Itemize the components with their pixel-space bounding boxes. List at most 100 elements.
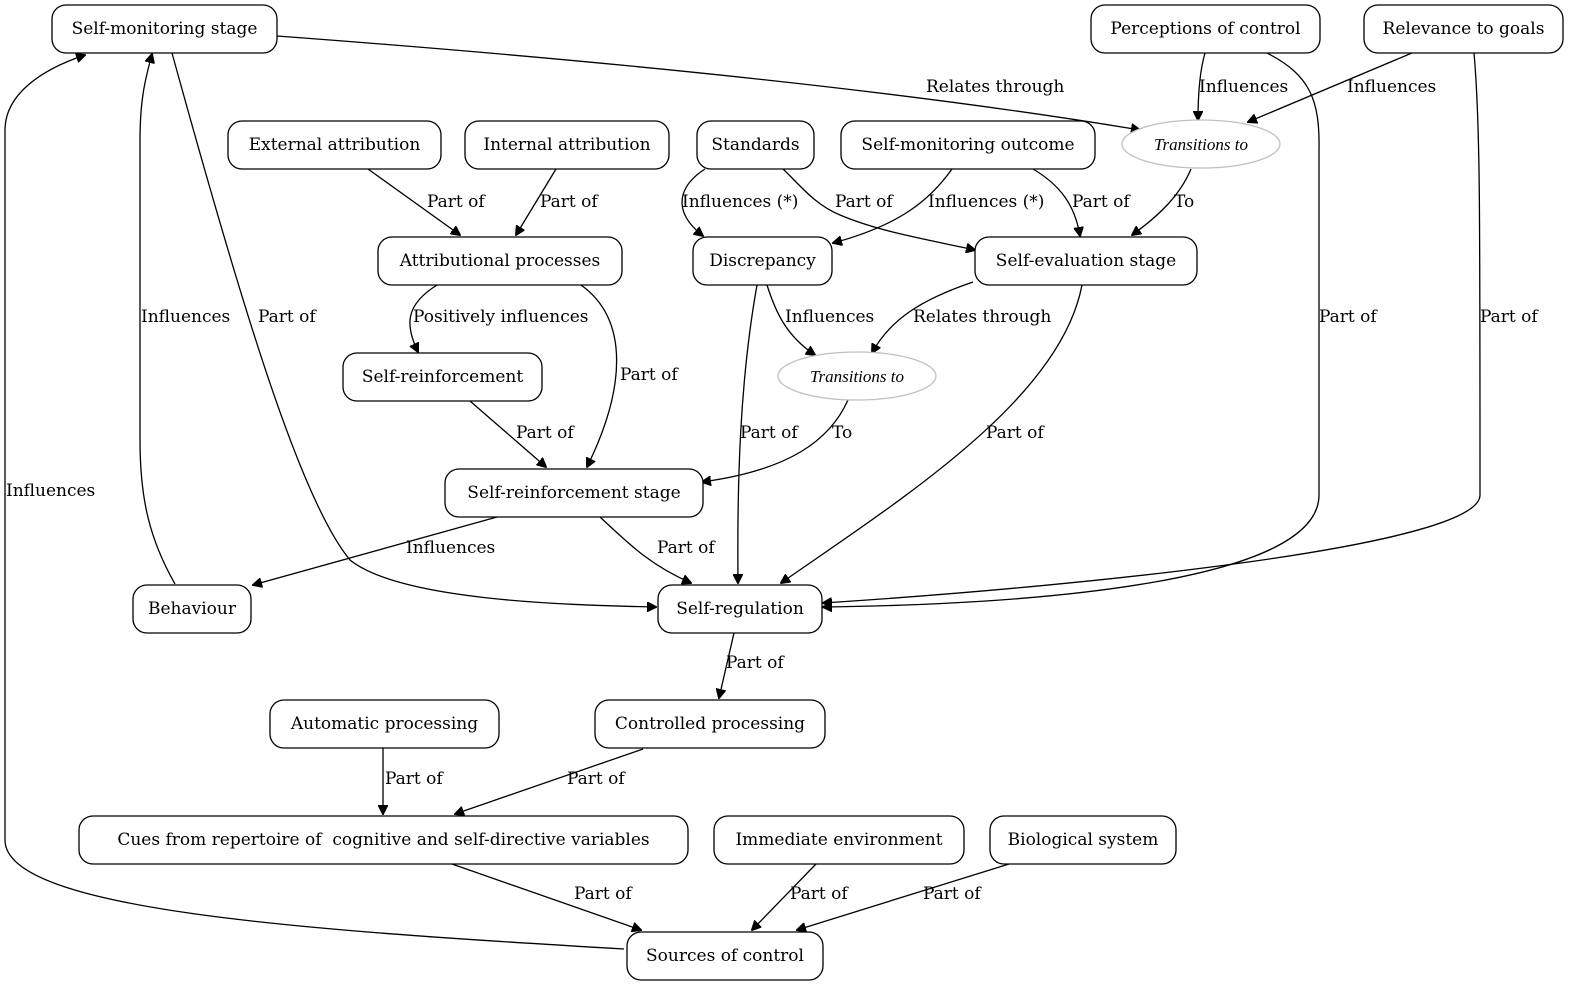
edge-label: Part of bbox=[427, 192, 486, 212]
node-label: Relevance to goals bbox=[1383, 19, 1545, 39]
node-internal-attribution[interactable]: Internal attribution bbox=[464, 120, 670, 170]
node-self-reinforcement[interactable]: Self-reinforcement bbox=[342, 352, 543, 402]
edge-label: To bbox=[1174, 192, 1194, 212]
node-controlled-processing[interactable]: Controlled processing bbox=[594, 699, 826, 749]
node-label: Sources of control bbox=[646, 946, 804, 966]
node-transitions-to-2[interactable]: Transitions to bbox=[777, 351, 937, 401]
edge-cues-to-sources bbox=[451, 863, 641, 930]
edge-trans1-to-selfeval bbox=[1132, 168, 1192, 235]
edge-label: Influences (*) bbox=[928, 192, 1044, 212]
node-discrepancy[interactable]: Discrepancy bbox=[692, 236, 833, 286]
edge-smoutcome-to-selfeval bbox=[1032, 168, 1080, 236]
edge-label: Part of bbox=[1319, 307, 1378, 327]
node-label: Controlled processing bbox=[615, 714, 805, 734]
edge-selfreg-to-controlled bbox=[719, 632, 735, 698]
node-self-reinforcement-stage[interactable]: Self-reinforcement stage bbox=[444, 468, 704, 518]
node-label: Internal attribution bbox=[483, 135, 650, 155]
node-self-monitoring-outcome[interactable]: Self-monitoring outcome bbox=[840, 120, 1096, 170]
edge-label: Influences bbox=[6, 481, 95, 501]
node-automatic-processing[interactable]: Automatic processing bbox=[269, 699, 500, 749]
node-biological-system[interactable]: Biological system bbox=[989, 815, 1177, 865]
edge-perceptions-to-selfreg bbox=[823, 52, 1320, 607]
node-label: Biological system bbox=[1008, 830, 1159, 850]
node-cues-from-repertoire[interactable]: Cues from repertoire of cognitive and se… bbox=[78, 815, 689, 865]
node-label: Self-reinforcement stage bbox=[467, 483, 680, 503]
edge-label: Influences bbox=[1347, 77, 1436, 97]
edges bbox=[4, 35, 1481, 950]
node-transitions-to-1[interactable]: Transitions to bbox=[1121, 119, 1281, 169]
nodes: Self-monitoring stage Perceptions of con… bbox=[51, 4, 1564, 981]
edge-immediate-to-sources bbox=[752, 863, 817, 930]
node-perceptions-of-control[interactable]: Perceptions of control bbox=[1090, 4, 1321, 54]
edge-smstage-to-trans1 bbox=[276, 35, 1140, 130]
edge-attrib-to-selfreinfstage bbox=[580, 284, 618, 467]
node-label: Discrepancy bbox=[709, 251, 816, 271]
node-label: Self-regulation bbox=[676, 599, 804, 619]
edge-label: Part of bbox=[923, 884, 982, 904]
edge-internal-to-attrib bbox=[516, 168, 557, 235]
edge-relevance-to-selfreg bbox=[823, 52, 1481, 603]
node-self-monitoring-stage[interactable]: Self-monitoring stage bbox=[51, 4, 278, 54]
edge-label: Influences bbox=[1199, 77, 1288, 97]
edge-behaviour-to-smstage bbox=[139, 54, 176, 585]
edge-discrepancy-to-selfreg bbox=[738, 284, 758, 583]
edge-sources-to-smstage bbox=[4, 55, 625, 950]
edge-label: Influences bbox=[785, 307, 874, 327]
edge-relevance-to-trans1 bbox=[1248, 52, 1413, 122]
edge-label: Part of bbox=[835, 192, 894, 212]
edge-label: Part of bbox=[516, 423, 575, 443]
node-label: Perceptions of control bbox=[1110, 19, 1300, 39]
edge-label: To bbox=[832, 423, 852, 443]
edge-label: Part of bbox=[567, 769, 626, 789]
edge-smoutcome-to-discrepancy bbox=[833, 168, 953, 243]
edge-label: Part of bbox=[620, 365, 679, 385]
node-attributional-processes[interactable]: Attributional processes bbox=[377, 236, 623, 286]
edge-selfreinfstage-to-selfreg bbox=[599, 516, 691, 583]
edge-label: Positively influences bbox=[413, 307, 589, 327]
node-label: Self-reinforcement bbox=[362, 367, 524, 387]
node-label: Transitions to bbox=[1154, 135, 1248, 154]
edge-smstage-to-selfreg bbox=[171, 52, 656, 607]
node-self-evaluation-stage[interactable]: Self-evaluation stage bbox=[974, 236, 1198, 286]
node-label: Automatic processing bbox=[290, 714, 478, 734]
edge-label: Influences bbox=[406, 538, 495, 558]
edge-label: Part of bbox=[574, 884, 633, 904]
node-sources-of-control[interactable]: Sources of control bbox=[626, 931, 824, 981]
edge-label: Part of bbox=[385, 769, 444, 789]
edge-label: Part of bbox=[790, 884, 849, 904]
edge-label: Influences (*) bbox=[682, 192, 798, 212]
edge-label: Part of bbox=[258, 307, 317, 327]
edge-label: Relates through bbox=[913, 307, 1051, 327]
node-label: Self-evaluation stage bbox=[996, 251, 1176, 271]
node-label: External attribution bbox=[249, 135, 421, 155]
node-label: Self-monitoring outcome bbox=[861, 135, 1074, 155]
edge-selfreinfstage-to-behaviour bbox=[253, 516, 498, 585]
node-immediate-environment[interactable]: Immediate environment bbox=[713, 815, 965, 865]
node-external-attribution[interactable]: External attribution bbox=[227, 120, 442, 170]
edge-selfreinf-to-selfreinfstage bbox=[469, 400, 546, 467]
node-self-regulation[interactable]: Self-regulation bbox=[657, 584, 823, 634]
node-standards[interactable]: Standards bbox=[696, 120, 815, 170]
node-label: Transitions to bbox=[810, 367, 904, 386]
node-label: Standards bbox=[711, 135, 799, 155]
edge-label: Part of bbox=[740, 423, 799, 443]
node-behaviour[interactable]: Behaviour bbox=[132, 584, 252, 634]
edge-label: Part of bbox=[986, 423, 1045, 443]
edge-label: Influences bbox=[141, 307, 230, 327]
edge-trans2-to-selfreinfstage bbox=[702, 399, 849, 482]
edge-discrepancy-to-trans2 bbox=[766, 284, 815, 355]
node-label: Attributional processes bbox=[399, 251, 601, 271]
edge-external-to-attrib bbox=[367, 168, 460, 235]
edge-standards-to-selfeval bbox=[782, 168, 975, 250]
node-label: Immediate environment bbox=[735, 830, 942, 850]
edge-standards-to-discrepancy bbox=[681, 168, 706, 236]
edge-label: Part of bbox=[1480, 307, 1539, 327]
edge-perceptions-to-trans1 bbox=[1198, 52, 1206, 120]
edge-biological-to-sources bbox=[797, 863, 1010, 930]
edge-label: Part of bbox=[657, 538, 716, 558]
edge-labels: Relates through Influences Influences To… bbox=[6, 77, 1539, 904]
node-label: Behaviour bbox=[148, 599, 237, 619]
node-label: Self-monitoring stage bbox=[72, 19, 258, 39]
node-relevance-to-goals[interactable]: Relevance to goals bbox=[1363, 4, 1564, 54]
edge-label: Part of bbox=[540, 192, 599, 212]
